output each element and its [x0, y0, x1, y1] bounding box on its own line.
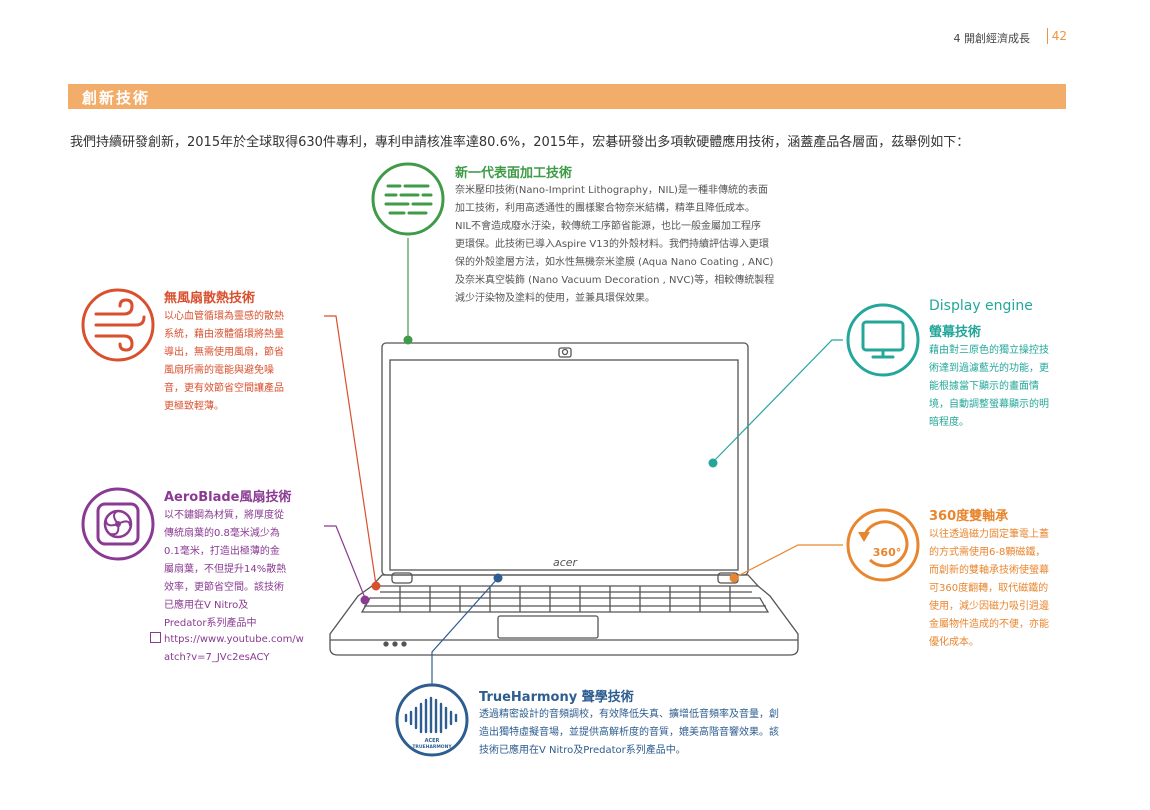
link-icon — [150, 632, 161, 643]
fanless-title: 無風扇散熱技術 — [164, 291, 256, 306]
display-title: 螢幕技術 — [929, 325, 982, 340]
trueharmony-description: 透過精密設計的音頻調校，有效降低失真、擴增低音頻率及音量，創 造出獨特虛擬音場，… — [479, 709, 779, 756]
monitor-icon — [846, 303, 920, 377]
svg-text:360°: 360° — [873, 546, 901, 559]
surface-title: 新一代表面加工技術 — [455, 166, 573, 181]
display-description: 藉由對三原色的獨立操控技 術達到過濾藍光的功能，更 能根據當下顯示的畫面情 境，… — [929, 345, 1049, 428]
wind-icon — [81, 288, 155, 362]
surface-description: 奈米壓印技術(Nano-Imprint Lithography，NIL)是一種非… — [455, 185, 775, 304]
aeroblade-title: AeroBlade風扇技術 — [164, 490, 292, 505]
display-title-en: Display engine — [929, 298, 1033, 314]
intro-paragraph: 我們持續研發創新，2015年於全球取得630件專利，專利申請核准率達80.6%，… — [70, 135, 970, 150]
aeroblade-description: 以不鏽鋼為材質，將厚度從 傳統扇葉的0.8毫米減少為 0.1毫米，打造出極薄的金… — [164, 510, 287, 629]
rotate-360-icon: 360° — [846, 508, 920, 582]
section-bar — [68, 84, 1066, 109]
section-title: 創新技術 — [82, 89, 151, 107]
fanless-description: 以心血管循環為靈感的散熱 系統，藉由液體循環將熱量 導出，無需使用風扇，節省 風… — [164, 311, 284, 412]
soundwave-icon: ACER TRUEHARMONY — [395, 683, 469, 757]
stripes-icon — [371, 162, 445, 236]
header-divider — [1047, 28, 1048, 44]
brand-logo: acer — [553, 556, 579, 569]
hinge-description: 以往透過磁力固定筆電上蓋 的方式需使用6-8顆磁鐵， 而創新的雙軸承技術使螢幕 … — [929, 529, 1049, 648]
laptop-drawing — [329, 342, 799, 656]
fan-icon — [81, 487, 155, 561]
chapter-title: 4 開創經濟成長 — [953, 32, 1031, 45]
page-number: 42 — [1051, 29, 1067, 43]
svg-text:ACER: ACER — [425, 738, 440, 744]
trueharmony-title: TrueHarmony 聲學技術 — [479, 690, 634, 705]
hinge-title: 360度雙軸承 — [929, 509, 1009, 524]
connectors — [324, 238, 843, 685]
svg-text:TRUEHARMONY: TRUEHARMONY — [412, 744, 452, 750]
aeroblade-video-link[interactable]: https://www.youtube.com/w atch?v=7_JVc2e… — [150, 631, 310, 667]
